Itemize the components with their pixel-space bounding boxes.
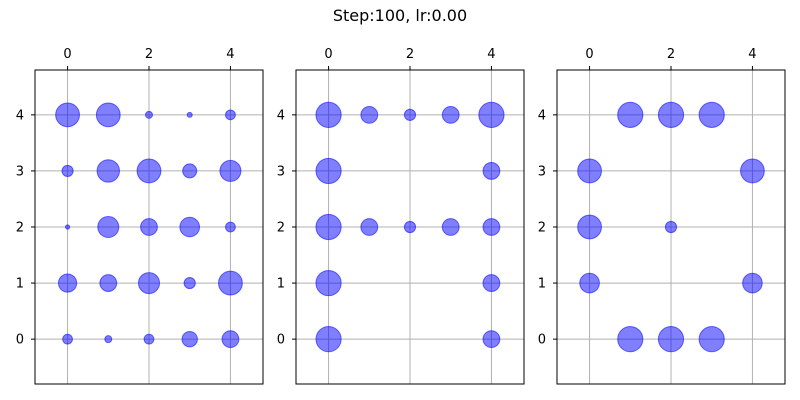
y-tick-label: 3 <box>277 164 285 179</box>
data-point <box>360 218 379 236</box>
y-tick-label: 1 <box>16 277 24 292</box>
data-point <box>315 157 342 185</box>
data-point <box>482 162 501 180</box>
data-point <box>62 333 73 345</box>
x-tick-label: 2 <box>667 47 675 62</box>
data-point <box>657 101 685 128</box>
y-tick-label: 4 <box>538 108 546 123</box>
data-point <box>179 216 201 238</box>
data-point <box>99 274 118 292</box>
data-point <box>140 218 158 236</box>
data-point <box>221 330 240 349</box>
data-point <box>95 102 121 128</box>
data-point <box>138 272 160 295</box>
data-point <box>315 326 342 353</box>
data-point <box>136 158 162 184</box>
data-point <box>742 272 763 294</box>
y-tick-label: 2 <box>277 221 285 236</box>
data-point <box>96 159 120 183</box>
data-point <box>181 330 198 348</box>
data-point <box>482 218 501 236</box>
data-point <box>740 158 765 184</box>
y-tick-label: 3 <box>538 164 546 179</box>
subplot-1: 0 2 4 0 1 2 3 4 <box>16 47 264 385</box>
data-point <box>57 273 78 293</box>
data-point <box>360 105 379 124</box>
data-point <box>64 224 71 230</box>
data-point <box>183 276 196 290</box>
data-point <box>55 102 80 128</box>
data-point <box>145 110 153 119</box>
data-point <box>478 101 505 128</box>
x-tick-label: 2 <box>406 47 414 62</box>
data-point <box>617 101 644 128</box>
data-point <box>104 335 113 344</box>
y-tick-label: 0 <box>277 333 285 348</box>
data-point <box>182 163 198 179</box>
data-point <box>186 111 193 118</box>
y-tick-label: 4 <box>277 108 285 123</box>
x-tick-label: 0 <box>63 47 71 62</box>
data-point <box>315 101 342 128</box>
data-point <box>315 213 342 241</box>
data-point <box>577 214 602 240</box>
data-point <box>225 221 236 233</box>
data-point <box>403 220 417 234</box>
data-point <box>441 218 460 236</box>
data-point <box>143 333 155 345</box>
data-point <box>218 270 243 296</box>
data-point <box>657 326 685 353</box>
y-tick-label: 2 <box>538 221 546 236</box>
data-point <box>482 274 501 292</box>
data-point <box>698 101 725 128</box>
x-tick-label: 4 <box>226 47 234 62</box>
data-point <box>617 326 644 353</box>
data-point <box>403 108 417 121</box>
x-tick-label: 0 <box>585 47 593 62</box>
data-point <box>225 109 236 121</box>
x-tick-label: 4 <box>748 47 756 62</box>
data-point <box>97 216 120 238</box>
subplot-3: 0 2 4 0 1 2 3 4 <box>538 47 786 385</box>
subplot-2: 0 2 4 0 1 2 3 4 <box>277 47 525 385</box>
y-tick-label: 4 <box>16 108 24 123</box>
data-point <box>61 164 74 178</box>
data-point <box>441 105 460 124</box>
y-tick-label: 0 <box>16 333 24 348</box>
y-tick-label: 1 <box>277 277 285 292</box>
x-tick-label: 2 <box>145 47 153 62</box>
data-point <box>219 159 242 182</box>
figure-title: Step:100, lr:0.00 <box>332 6 468 25</box>
data-point <box>698 326 725 353</box>
data-point <box>579 272 600 294</box>
data-point <box>315 269 342 297</box>
x-tick-label: 0 <box>324 47 332 62</box>
y-tick-label: 2 <box>16 221 24 236</box>
y-tick-label: 3 <box>16 164 24 179</box>
data-point <box>577 158 602 184</box>
data-point <box>482 330 501 349</box>
y-tick-label: 0 <box>538 333 546 348</box>
data-point <box>664 220 678 234</box>
x-tick-label: 4 <box>487 47 495 62</box>
y-tick-label: 1 <box>538 277 546 292</box>
